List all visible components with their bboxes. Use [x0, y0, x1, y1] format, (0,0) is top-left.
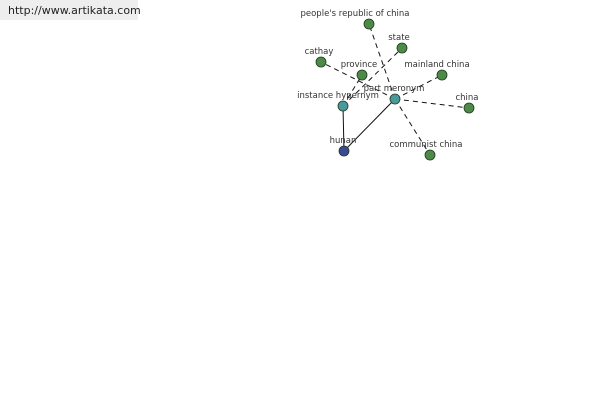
edge-hunan-to-part-meronym — [343, 98, 396, 152]
nodes-layer — [315, 18, 475, 161]
node-hunan[interactable] — [338, 145, 350, 157]
edge-instance-hypernym-to-state — [342, 47, 403, 107]
edge-instance-hypernym-to-province — [342, 74, 363, 107]
node-label-peoples-republic-of-china: people's republic of china — [300, 9, 409, 19]
edge-hunan-to-instance-hypernym — [342, 105, 345, 152]
node-label-part-meronym: part meronym — [364, 84, 425, 94]
node-label-china: china — [455, 93, 478, 103]
node-cathay[interactable] — [315, 56, 327, 68]
edge-part-meronym-to-cathay — [320, 61, 396, 100]
node-part-meronym[interactable] — [389, 93, 401, 105]
edges-layer — [320, 23, 470, 156]
node-label-mainland-china: mainland china — [404, 60, 469, 70]
node-label-communist-china: communist china — [389, 140, 462, 150]
node-peoples-republic-of-china[interactable] — [363, 18, 375, 30]
site-url-link[interactable]: http://www.artikata.com — [8, 4, 141, 17]
node-label-state: state — [388, 33, 410, 43]
edge-part-meronym-to-communist-china — [394, 98, 431, 156]
site-banner: http://www.artikata.com — [0, 0, 141, 20]
node-instance-hypernym[interactable] — [337, 100, 349, 112]
node-label-instance-hypernym: instance hypernym — [297, 91, 379, 101]
node-label-hunan: hunan — [330, 136, 357, 146]
node-china[interactable] — [463, 102, 475, 114]
node-label-cathay: cathay — [305, 47, 334, 57]
node-communist-china[interactable] — [424, 149, 436, 161]
node-state[interactable] — [396, 42, 408, 54]
node-label-province: province — [341, 60, 378, 70]
node-province[interactable] — [356, 69, 368, 81]
edge-part-meronym-to-china — [394, 98, 470, 109]
edge-part-meronym-to-peoples-republic-of-china — [368, 23, 396, 100]
node-mainland-china[interactable] — [436, 69, 448, 81]
